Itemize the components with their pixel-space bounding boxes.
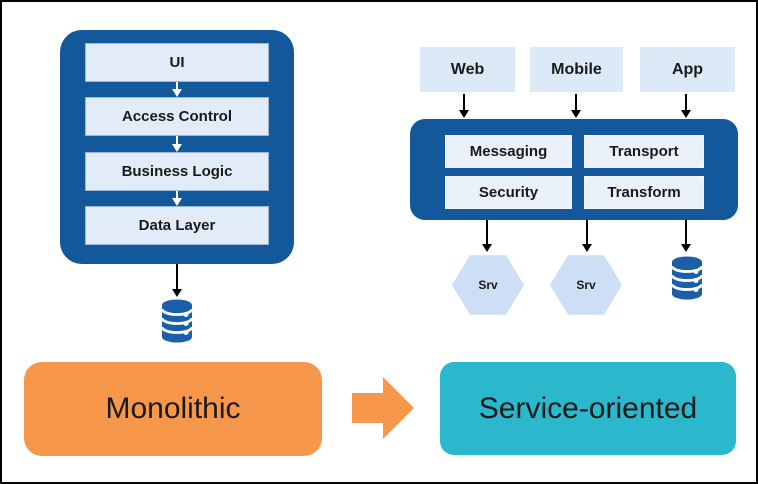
bus-box-security: Security: [445, 176, 572, 209]
bus-label: Transform: [607, 184, 681, 201]
down-arrow-icon: [171, 136, 183, 152]
client-label: App: [671, 60, 704, 78]
down-arrow-icon: [171, 191, 183, 206]
service-bus-container: Messaging Transport Security Transform: [410, 119, 738, 220]
bus-label: Messaging: [469, 143, 548, 160]
bus-box-transport: Transport: [584, 135, 704, 168]
down-arrow-icon: [458, 94, 470, 118]
layer-label: UI: [169, 54, 185, 71]
layer-box-business-logic: Business Logic: [85, 152, 269, 191]
monolith-container: UI Access Control Business Logic Data La…: [60, 30, 294, 264]
database-icon: [160, 299, 194, 343]
layer-box-ui: UI: [85, 43, 269, 82]
service-hexagon: Srv: [452, 255, 524, 315]
service-oriented-label-box: Service-oriented: [440, 362, 736, 455]
client-label: Web: [450, 60, 485, 78]
database-icon: [670, 256, 704, 300]
service-label: Srv: [478, 278, 498, 292]
service-hexagon: Srv: [550, 255, 622, 315]
client-label: Mobile: [551, 60, 602, 78]
down-arrow-icon: [680, 220, 692, 252]
bus-label: Transport: [609, 143, 679, 160]
bus-box-transform: Transform: [584, 176, 704, 209]
layer-label: Data Layer: [138, 217, 216, 234]
monolithic-label-box: Monolithic: [24, 362, 322, 456]
layer-label: Business Logic: [121, 163, 233, 180]
layer-box-access-control: Access Control: [85, 97, 269, 136]
down-arrow-icon: [171, 82, 183, 97]
down-arrow-icon: [171, 264, 183, 297]
transition-arrow-icon: [352, 377, 414, 439]
service-label: Srv: [576, 278, 596, 292]
layer-box-data-layer: Data Layer: [85, 206, 269, 245]
down-arrow-icon: [581, 220, 593, 252]
down-arrow-icon: [481, 220, 493, 252]
bus-label: Security: [478, 184, 539, 201]
client-box-web: Web: [420, 47, 515, 92]
client-box-mobile: Mobile: [530, 47, 623, 92]
down-arrow-icon: [680, 94, 692, 118]
down-arrow-icon: [570, 94, 582, 118]
layer-label: Access Control: [121, 108, 233, 125]
monolithic-label: Monolithic: [105, 392, 241, 425]
client-box-app: App: [640, 47, 735, 92]
service-oriented-label: Service-oriented: [478, 391, 698, 425]
bus-box-messaging: Messaging: [445, 135, 572, 168]
